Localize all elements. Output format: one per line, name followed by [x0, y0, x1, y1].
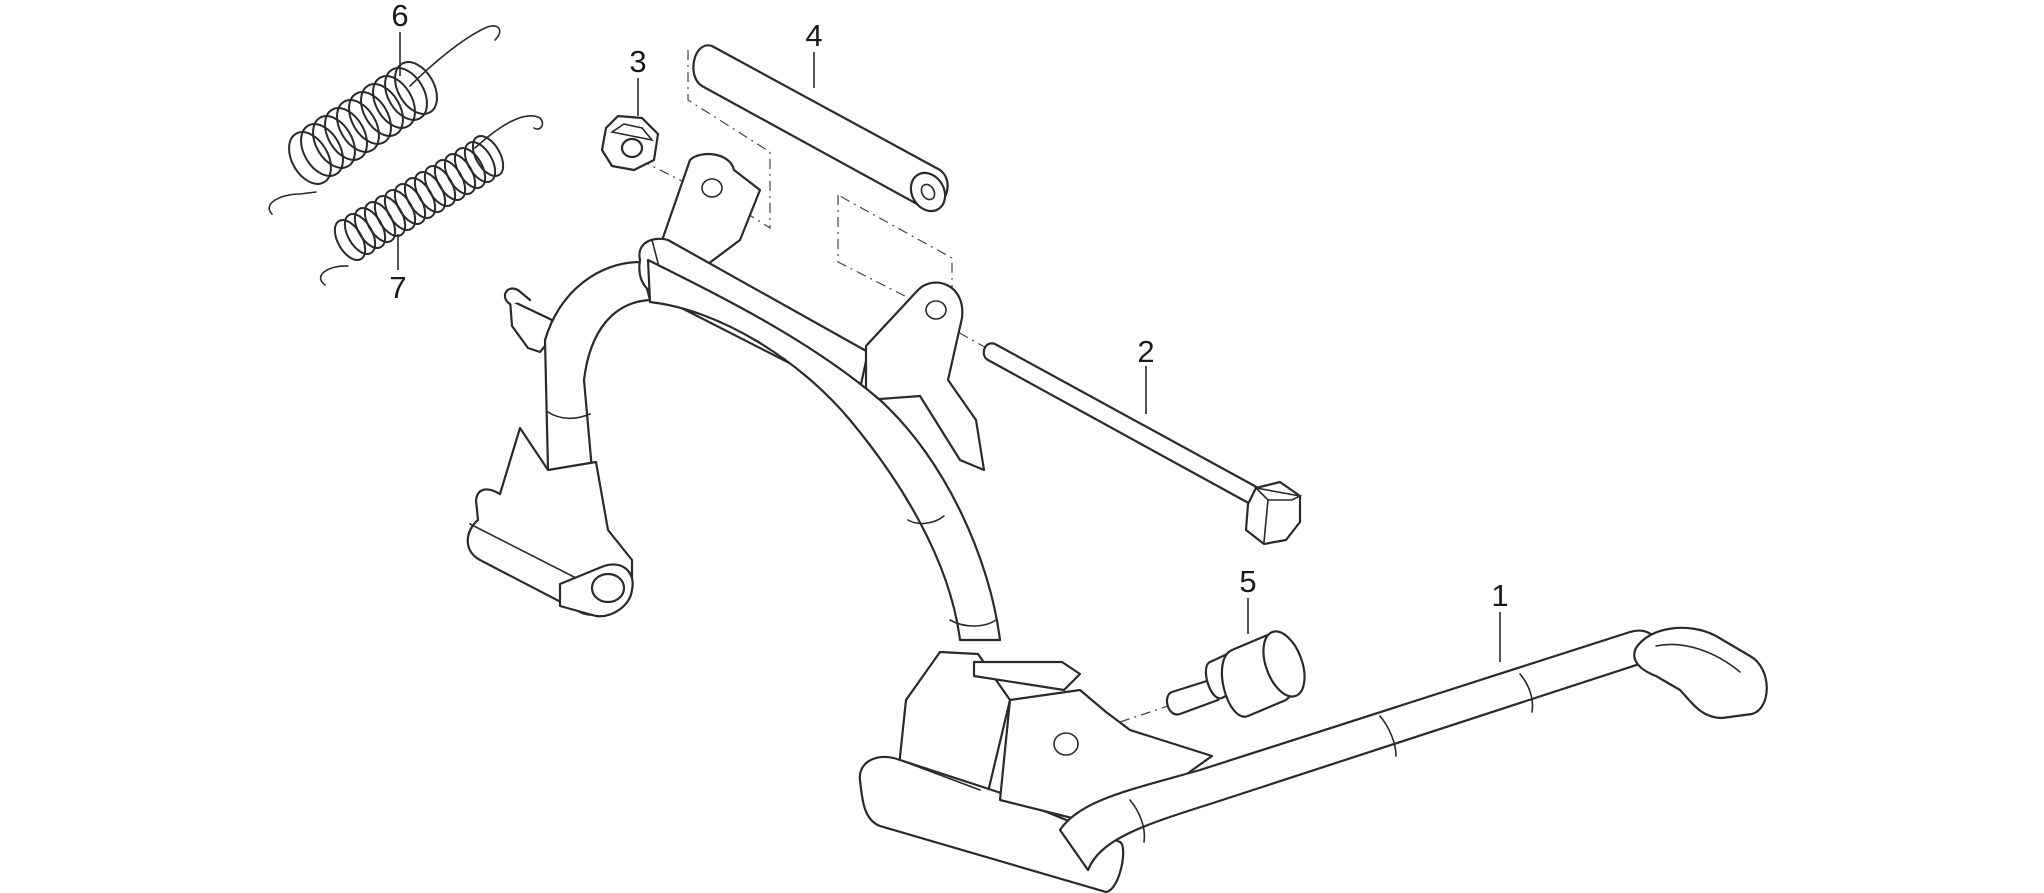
hex-nut [600, 114, 660, 172]
leader-lines [397, 32, 1501, 662]
callout-label-7: 7 [389, 270, 406, 305]
spring-upper [268, 25, 501, 215]
bolt [982, 342, 1303, 546]
callout-labels: 1 2 3 4 5 6 7 [389, 0, 1508, 613]
callout-label-1: 1 [1491, 578, 1508, 613]
spring-lower [319, 115, 544, 286]
callout-label-2: 2 [1137, 334, 1154, 369]
callout-label-6: 6 [391, 0, 408, 33]
pin [692, 44, 949, 213]
callout-label-4: 4 [805, 18, 822, 53]
rubber-bumper [1165, 630, 1306, 718]
callout-label-5: 5 [1239, 564, 1256, 599]
center-stand [466, 152, 1768, 893]
callout-label-3: 3 [629, 44, 646, 79]
